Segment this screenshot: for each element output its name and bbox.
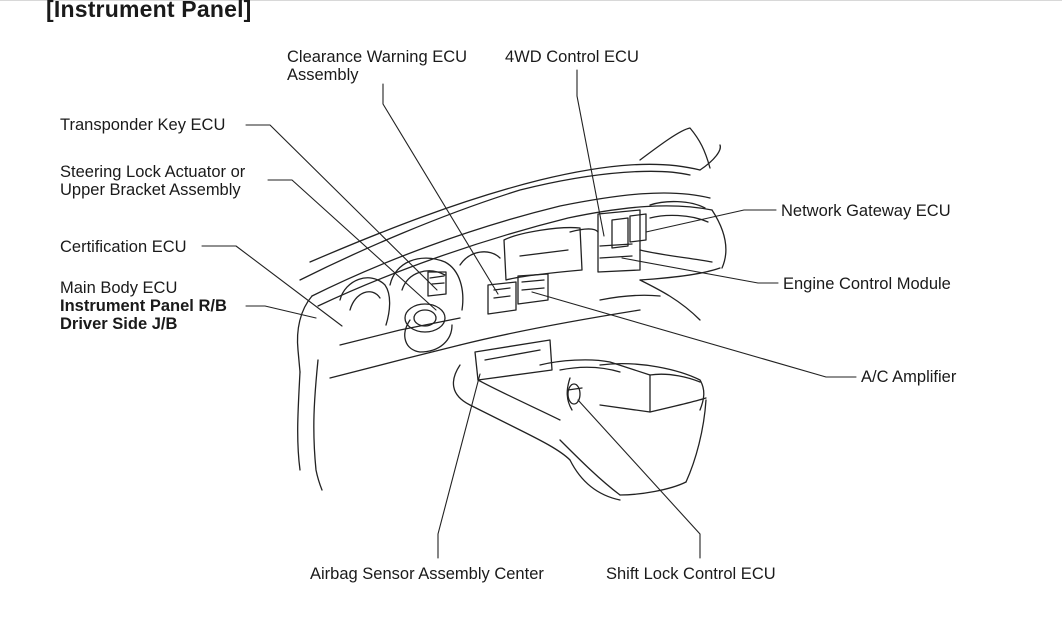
label-main-body-group: Main Body ECU Instrument Panel R/B Drive…	[60, 279, 227, 333]
label-main-body-ecu: Main Body ECU	[60, 279, 178, 297]
label-clearance-warning-ecu: Clearance Warning ECU Assembly	[287, 48, 467, 84]
top-rule	[0, 0, 1062, 1]
label-line: Steering Lock Actuator or	[60, 163, 246, 181]
steering-column	[404, 271, 453, 353]
label-certification-ecu: Certification ECU	[60, 238, 187, 256]
label-line: Clearance Warning ECU	[287, 48, 468, 66]
label-engine-control-module: Engine Control Module	[783, 275, 951, 293]
label-airbag-sensor-assembly-center: Airbag Sensor Assembly Center	[310, 565, 544, 583]
label-network-gateway-ecu: Network Gateway ECU	[781, 202, 951, 220]
dashboard-top	[311, 192, 727, 307]
center-stack	[487, 200, 713, 315]
label-line: Assembly	[287, 66, 359, 84]
lower-dash	[459, 279, 701, 381]
center-console	[452, 359, 707, 501]
leader-lines	[201, 69, 857, 559]
page-title: [Instrument Panel]	[46, 0, 252, 22]
label-shift-lock-control-ecu: Shift Lock Control ECU	[606, 565, 776, 583]
left-dash-side	[296, 295, 461, 491]
windshield-outline	[299, 127, 721, 281]
label-steering-lock-actuator: Steering Lock Actuator or Upper Bracket …	[60, 163, 245, 199]
label-transponder-key-ecu: Transponder Key ECU	[60, 116, 226, 134]
label-instrument-panel-rb: Instrument Panel R/B	[60, 297, 227, 315]
label-driver-side-jb: Driver Side J/B	[60, 315, 178, 333]
label-4wd-control-ecu: 4WD Control ECU	[505, 48, 639, 66]
label-line: Upper Bracket Assembly	[60, 181, 241, 199]
label-ac-amplifier: A/C Amplifier	[861, 368, 957, 386]
